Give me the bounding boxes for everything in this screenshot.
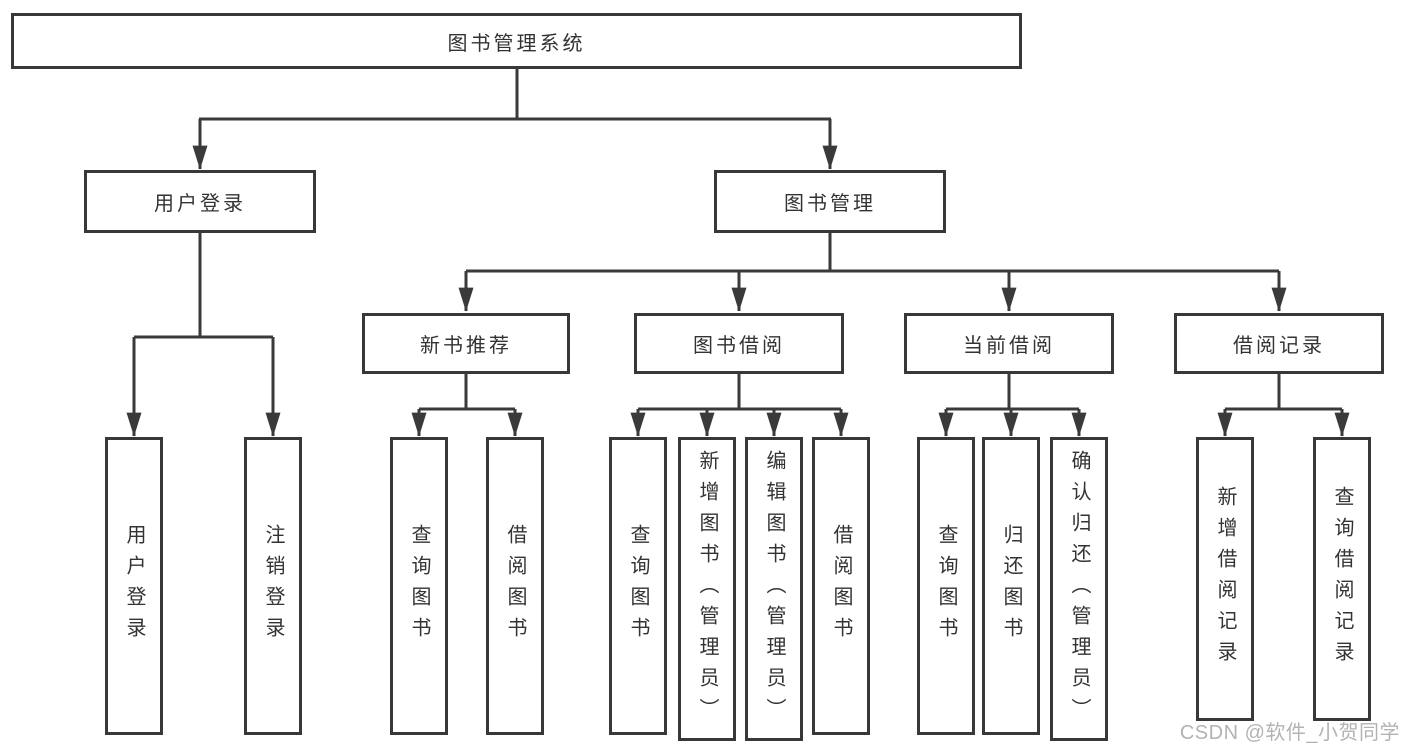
leaf-query-books-2-label: 查询图书 (627, 524, 649, 648)
leaf-confirm-return-admin: 确认归还（管理员） (1050, 437, 1108, 741)
leaf-add-book-admin: 新增图书（管理员） (678, 437, 736, 741)
node-new-book-recommend-label: 新书推荐 (420, 335, 512, 357)
leaf-query-books-1-label: 查询图书 (408, 524, 430, 648)
connector-root-branch (199, 69, 831, 121)
leaf-query-books-1: 查询图书 (390, 437, 448, 735)
connector-borrow-records-branch (1225, 374, 1342, 411)
csdn-watermark: CSDN @软件_小贺同学 (1179, 722, 1400, 744)
leaf-logout: 注销登录 (244, 437, 302, 735)
leaf-edit-book-admin: 编辑图书（管理员） (745, 437, 803, 741)
leaf-return-book-label: 归还图书 (1000, 524, 1022, 648)
node-book-management-label: 图书管理 (784, 193, 876, 215)
leaf-borrow-books-1-label: 借阅图书 (504, 524, 526, 648)
node-borrow-records-label: 借阅记录 (1233, 335, 1325, 357)
node-user-login: 用户登录 (84, 170, 316, 233)
connector-book-management-branch (466, 233, 1279, 273)
node-new-book-recommend: 新书推荐 (362, 313, 570, 374)
leaf-return-book: 归还图书 (982, 437, 1040, 735)
leaf-borrow-books-2-label: 借阅图书 (830, 524, 852, 648)
leaf-user-login-label: 用户登录 (123, 524, 145, 648)
node-book-borrow-label: 图书借阅 (693, 335, 785, 357)
leaf-query-borrow-record: 查询借阅记录 (1313, 437, 1371, 721)
leaf-query-borrow-record-label: 查询借阅记录 (1331, 486, 1353, 672)
node-book-borrow: 图书借阅 (634, 313, 844, 374)
node-root: 图书管理系统 (11, 13, 1022, 69)
node-user-login-label: 用户登录 (154, 193, 246, 215)
connector-current-borrow-branch (946, 374, 1079, 411)
leaf-add-borrow-record-label: 新增借阅记录 (1214, 486, 1236, 672)
leaf-borrow-books-1: 借阅图书 (486, 437, 544, 735)
connector-user-login-branch (134, 233, 273, 339)
leaf-logout-label: 注销登录 (262, 524, 284, 648)
leaf-confirm-return-admin-label: 确认归还（管理员） (1068, 449, 1090, 729)
connector-book-borrow-branch (638, 374, 841, 411)
leaf-add-book-admin-label: 新增图书（管理员） (696, 449, 718, 729)
node-borrow-records: 借阅记录 (1174, 313, 1384, 374)
leaf-query-books-3-label: 查询图书 (935, 524, 957, 648)
leaf-query-books-2: 查询图书 (609, 437, 667, 735)
leaf-query-books-3: 查询图书 (917, 437, 975, 735)
node-root-label: 图书管理系统 (447, 32, 586, 55)
node-book-management: 图书管理 (714, 170, 946, 233)
connector-new-book-recommend-branch (419, 374, 515, 411)
leaf-add-borrow-record: 新增借阅记录 (1196, 437, 1254, 721)
leaf-edit-book-admin-label: 编辑图书（管理员） (763, 449, 785, 729)
node-current-borrow-label: 当前借阅 (963, 335, 1055, 357)
leaf-borrow-books-2: 借阅图书 (812, 437, 870, 735)
leaf-user-login: 用户登录 (105, 437, 163, 735)
node-current-borrow: 当前借阅 (904, 313, 1114, 374)
